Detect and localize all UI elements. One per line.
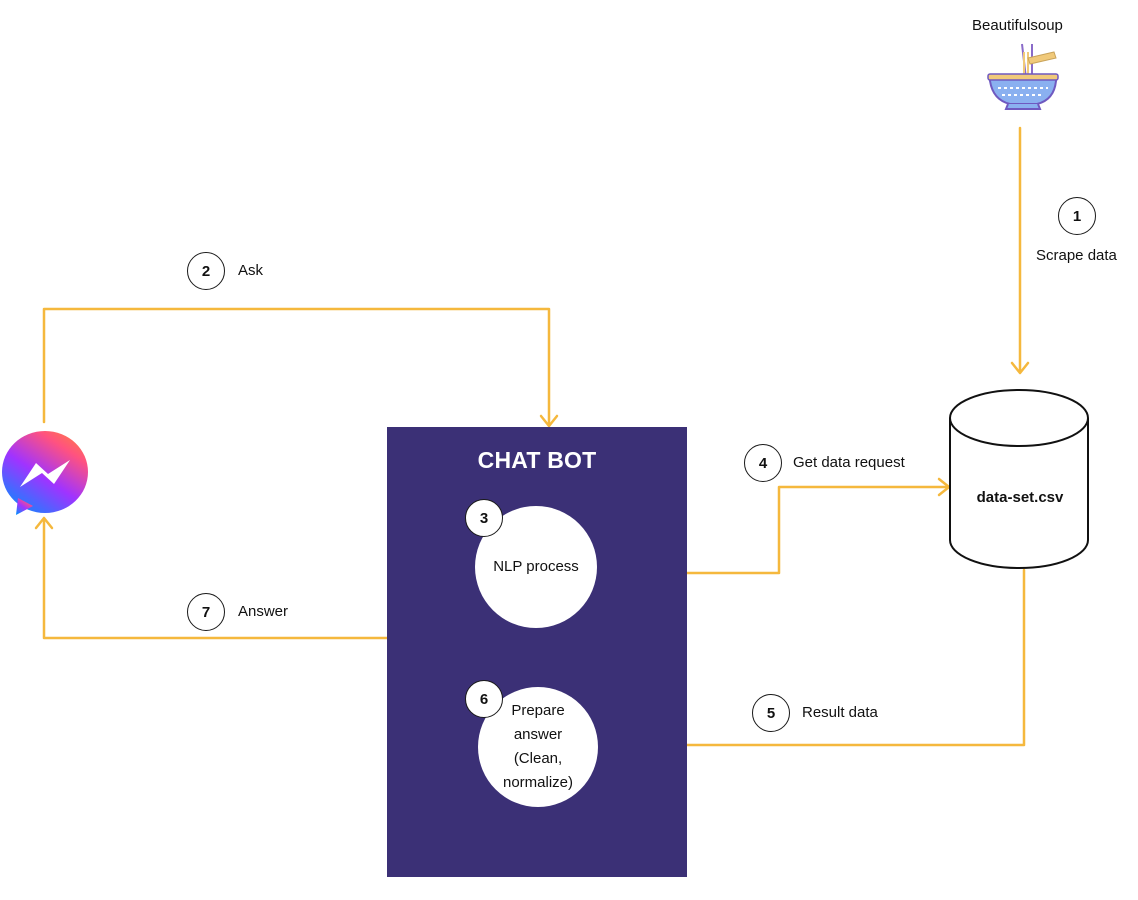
chatbot-panel: CHAT BOT xyxy=(387,427,687,877)
step-5-badge: 5 xyxy=(752,694,790,732)
step-1-badge: 1 xyxy=(1058,197,1096,235)
prepare-answer-line-4: normalize) xyxy=(502,774,574,791)
step-1-label: Scrape data xyxy=(1036,247,1117,264)
nlp-process-label: NLP process xyxy=(493,558,579,575)
step-2-badge: 2 xyxy=(187,252,225,290)
step-6-badge: 6 xyxy=(465,680,503,718)
prepare-answer-line-2: answer xyxy=(513,726,563,743)
answer-arrowhead xyxy=(34,516,54,530)
step-4-label: Get data request xyxy=(793,454,905,471)
prepare-answer-line-3: (Clean, xyxy=(513,750,563,767)
result-data-connector xyxy=(596,568,1026,747)
database-label: data-set.csv xyxy=(976,489,1064,506)
step-2-label: Ask xyxy=(238,262,264,279)
step-7-badge: 7 xyxy=(187,593,225,631)
prepare-answer-line-1: Prepare xyxy=(511,702,565,719)
answer-connector xyxy=(42,517,389,640)
beautifulsoup-label: Beautifulsoup xyxy=(972,17,1063,34)
ask-arrowhead xyxy=(539,414,559,428)
step-5-label: Result data xyxy=(802,704,878,721)
step-4-badge: 4 xyxy=(744,444,782,482)
scrape-data-arrowhead xyxy=(1010,361,1030,375)
get-data-request-connector xyxy=(596,485,950,575)
step-3-badge: 3 xyxy=(465,499,503,537)
step-7-label: Answer xyxy=(238,603,289,620)
ask-connector xyxy=(42,307,551,427)
chatbot-title: CHAT BOT xyxy=(477,447,597,473)
